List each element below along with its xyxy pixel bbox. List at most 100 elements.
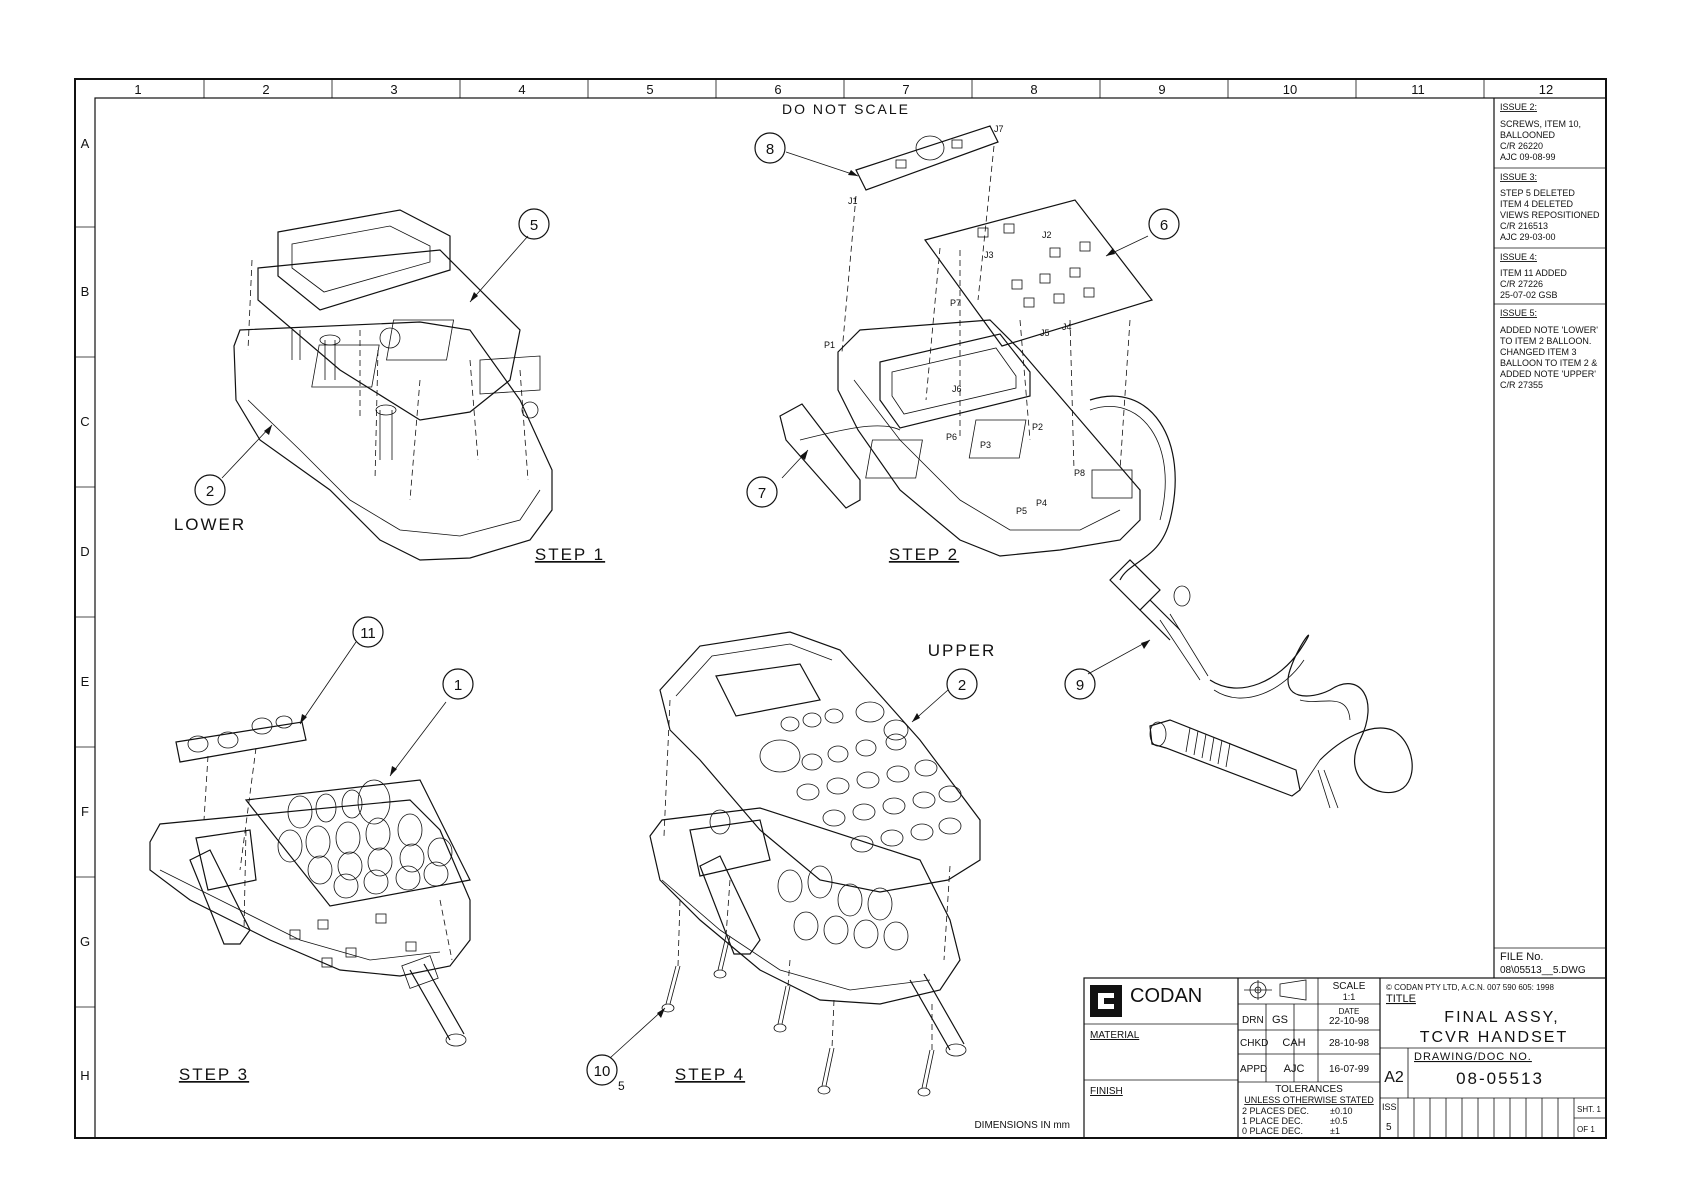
outer-border xyxy=(74,78,1607,1139)
revision-title: ISSUE 4: xyxy=(1500,252,1537,262)
balloon-quantity: 5 xyxy=(618,1079,625,1093)
balloon-number: 2 xyxy=(958,677,966,694)
title-label: TITLE xyxy=(1386,993,1416,1005)
revision-line: C/R 27226 xyxy=(1500,279,1543,289)
scale-label: SCALE xyxy=(1333,981,1366,992)
balloon-item-8: 8 xyxy=(754,132,786,164)
appd-label: APPD xyxy=(1240,1064,1267,1075)
connector-j4: J4 xyxy=(1062,322,1072,332)
dimensions-note: DIMENSIONS IN mm xyxy=(974,1120,1070,1131)
step4-housing xyxy=(649,807,961,1005)
step1-label: STEP 1 xyxy=(535,545,605,564)
row-label: C xyxy=(80,414,89,429)
tolerance-value: ±0.10 xyxy=(1330,1106,1352,1116)
upper-note: UPPER xyxy=(928,641,997,660)
connector-p4: P4 xyxy=(1036,498,1047,508)
doc-no-value: 08-05513 xyxy=(1456,1069,1544,1088)
revision-line: ADDED NOTE 'UPPER' xyxy=(1500,369,1596,379)
balloon-item-11: 11 xyxy=(352,616,384,648)
connector-p3: P3 xyxy=(980,440,991,450)
tolerances-title: TOLERANCES xyxy=(1275,1084,1343,1095)
revision-line: SCREWS, ITEM 10, xyxy=(1500,119,1581,129)
revision-title: ISSUE 2: xyxy=(1500,102,1537,112)
balloon-item-6: 6 xyxy=(1148,208,1180,240)
revision-line: C/R 27355 xyxy=(1500,380,1543,390)
drn-label: DRN xyxy=(1242,1015,1264,1026)
col-label: 2 xyxy=(262,82,269,97)
lower-housing xyxy=(233,321,553,561)
column-labels: 1 2 3 4 5 6 7 8 9 10 11 12 xyxy=(134,82,1553,97)
revision-title: ISSUE 3: xyxy=(1500,172,1537,182)
col-label: 5 xyxy=(646,82,653,97)
step1-view xyxy=(221,209,553,561)
tolerance-value: ±1 xyxy=(1330,1126,1340,1136)
connector-p5: P5 xyxy=(1016,506,1027,516)
connector-j3: J3 xyxy=(984,250,994,260)
drn-initials: GS xyxy=(1272,1014,1288,1026)
connector-labels: J1 J7 J2 J3 P7 P1 J5 J4 J6 P6 P3 P2 P8 P… xyxy=(824,124,1085,516)
third-angle-projection-icon xyxy=(1244,979,1307,1001)
step3-view xyxy=(149,641,471,1047)
balloon-item-2-upper: 2 xyxy=(946,668,978,700)
column-zone-dividers xyxy=(203,79,1485,98)
connector-j5: J5 xyxy=(1040,328,1050,338)
row-label: B xyxy=(81,284,90,299)
sheet-size: A2 xyxy=(1384,1069,1404,1086)
iss-value: 5 xyxy=(1386,1122,1392,1133)
revision-block: ISSUE 2: SCREWS, ITEM 10, BALLOONED C/R … xyxy=(1493,98,1606,978)
keypad-rubber xyxy=(244,779,471,907)
side-button xyxy=(779,403,861,509)
col-label: 8 xyxy=(1030,82,1037,97)
iss-label: ISS xyxy=(1382,1102,1397,1112)
drn-date: 22-10-98 xyxy=(1329,1016,1369,1027)
step2-view xyxy=(779,125,1176,581)
codan-logo-mark xyxy=(1090,985,1122,1017)
step3-label: STEP 3 xyxy=(179,1065,249,1084)
screws xyxy=(661,935,935,1097)
balloon-item-10: 10 5 xyxy=(586,1054,625,1093)
connector-p1: P1 xyxy=(824,340,835,350)
balloon-item-5: 5 xyxy=(518,208,550,240)
balloon-number: 11 xyxy=(360,625,376,642)
mic-pcb xyxy=(855,125,999,191)
col-label: 1 xyxy=(134,82,141,97)
row-label: G xyxy=(80,934,90,949)
row-label: E xyxy=(81,674,90,689)
col-label: 10 xyxy=(1283,82,1297,97)
balloon-number: 9 xyxy=(1076,677,1084,694)
cable-gland xyxy=(1109,559,1161,611)
balloon-number: 7 xyxy=(758,485,766,502)
appd-initials: AJC xyxy=(1284,1063,1305,1075)
revision-line: TO ITEM 2 BALLOON. xyxy=(1500,336,1591,346)
file-no-value: 08\05513__5.DWG xyxy=(1500,965,1586,976)
col-label: 3 xyxy=(390,82,397,97)
microphone-cable xyxy=(1087,559,1413,809)
connector-p8: P8 xyxy=(1074,468,1085,478)
step4-label: STEP 4 xyxy=(675,1065,745,1084)
balloon-item-2-lower: 2 xyxy=(194,474,226,506)
revision-line: AJC 09-08-99 xyxy=(1500,152,1556,162)
step2-label: STEP 2 xyxy=(889,545,959,564)
connector-p6: P6 xyxy=(946,432,957,442)
sheet-number: SHT. 1 xyxy=(1577,1105,1602,1114)
row-label: D xyxy=(80,544,89,559)
keypad-pcb xyxy=(924,199,1154,347)
balloon-item-9: 9 xyxy=(1064,668,1096,700)
balloon-number: 6 xyxy=(1160,217,1168,234)
finish-label: FINISH xyxy=(1090,1086,1123,1097)
scale-value: 1:1 xyxy=(1343,992,1356,1002)
revision-title: ISSUE 5: xyxy=(1500,308,1537,318)
material-label: MATERIAL xyxy=(1090,1030,1140,1041)
connector-j6: J6 xyxy=(952,384,962,394)
step3-housing xyxy=(149,799,471,977)
chkd-date: 28-10-98 xyxy=(1329,1038,1369,1049)
balloon-number: 1 xyxy=(454,677,462,694)
title-line-1: FINAL ASSY, xyxy=(1444,1009,1559,1026)
revision-line: VIEWS REPOSITIONED xyxy=(1500,210,1600,220)
connector-j1: J1 xyxy=(848,196,858,206)
appd-date: 16-07-99 xyxy=(1329,1064,1369,1075)
file-no-label: FILE No. xyxy=(1500,951,1543,963)
revision-line: AJC 29-03-00 xyxy=(1500,232,1556,242)
mic-plug xyxy=(1149,719,1301,797)
tolerances-subtitle: UNLESS OTHERWISE STATED xyxy=(1244,1095,1374,1105)
